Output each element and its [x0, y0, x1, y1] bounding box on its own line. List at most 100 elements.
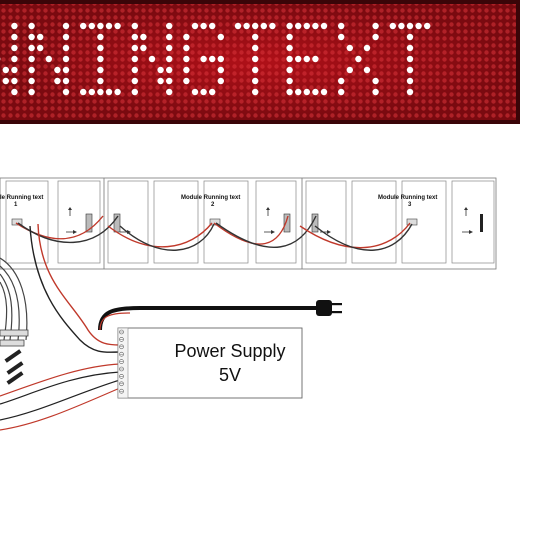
arrow-head [266, 207, 270, 210]
led-dot [209, 22, 216, 30]
led-dot [11, 66, 18, 74]
led-dot [97, 77, 104, 85]
power-wires [29, 223, 121, 353]
controller-black-wire-1 [0, 371, 121, 405]
controller-red-wire-2 [0, 363, 121, 397]
led-dot [166, 33, 173, 41]
led-dot [105, 88, 113, 96]
led-dot [2, 66, 9, 74]
controller-plug-1 [4, 349, 22, 363]
module-power-red [37, 223, 121, 346]
module-label-2: Module Running text 2 [181, 195, 240, 208]
led-dot [295, 88, 302, 96]
led-dot [131, 33, 138, 41]
led-dot [406, 33, 414, 41]
led-dot [28, 55, 35, 63]
led-dot [406, 22, 414, 30]
module-input-connector [11, 218, 23, 226]
led-dot [62, 77, 70, 85]
led-dot [148, 55, 156, 63]
led-dot [320, 22, 328, 30]
led-dot [28, 77, 35, 85]
led-dot [295, 55, 302, 63]
led-dot [157, 77, 164, 85]
module-number-1: 1 [14, 202, 18, 208]
led-dot [269, 22, 276, 30]
module-strip [0, 177, 497, 270]
led-dot [45, 55, 52, 63]
led-dot [252, 66, 259, 74]
led-dot [286, 88, 293, 96]
ribbon-cable-2-black [215, 215, 317, 248]
led-dot [406, 77, 414, 85]
power-supply-box [117, 327, 303, 399]
controller-cable-1 [0, 257, 28, 341]
module-panel [451, 180, 495, 264]
arrow-head [73, 230, 77, 234]
led-dot [97, 22, 104, 30]
ribbon-cable-4-black [314, 223, 413, 251]
module-label-text-2: Module Running text [181, 195, 240, 201]
led-dot [62, 66, 70, 74]
mains-red-lead [99, 312, 131, 331]
led-dot [260, 22, 267, 30]
led-dot [217, 33, 224, 41]
led-dot [209, 55, 216, 63]
led-dot [217, 66, 224, 74]
led-dot [97, 66, 104, 74]
module-number-3: 3 [408, 202, 412, 208]
led-dot [11, 44, 18, 52]
led-dot [80, 22, 87, 30]
ribbon-cable-3-black [119, 223, 215, 251]
led-dot [286, 22, 293, 30]
power-supply: Power Supply 5V [117, 327, 303, 399]
led-dot [166, 77, 173, 85]
led-dot [252, 44, 259, 52]
led-dot [131, 88, 138, 96]
module-panel [57, 180, 101, 264]
led-dot [363, 44, 371, 52]
controller-black-wire-2 [0, 379, 121, 421]
mains-plug-body [316, 300, 332, 316]
led-dot [303, 22, 310, 30]
led-dot [97, 55, 104, 63]
led-dot [131, 77, 138, 85]
ribbon-header [283, 213, 291, 233]
end-connector [480, 214, 483, 232]
led-dot [406, 55, 414, 63]
led-dot [312, 88, 319, 96]
led-dot [157, 66, 164, 74]
led-dot [140, 44, 147, 52]
module-label-1: le Running text 1 [0, 195, 43, 208]
led-dot [131, 22, 138, 30]
banner-led-matrix [0, 4, 516, 120]
module-label-text-3: Module Running text [378, 195, 437, 201]
controller-plug-3 [6, 371, 24, 385]
led-dot [2, 77, 9, 85]
led-dot [209, 88, 216, 96]
led-dot [191, 88, 199, 96]
led-dot [415, 22, 422, 30]
led-dot [295, 22, 302, 30]
led-dot [286, 44, 293, 52]
led-dot [355, 55, 362, 63]
led-dot [191, 22, 199, 30]
banner-text [0, 22, 431, 96]
arrow-head [68, 207, 72, 210]
led-dot [312, 22, 319, 30]
led-banner [0, 0, 520, 124]
arrow-head [464, 207, 468, 210]
led-dot [88, 88, 96, 96]
led-dot [131, 66, 138, 74]
led-dot [11, 22, 18, 30]
led-dot [338, 88, 345, 96]
led-dot [166, 22, 173, 30]
led-dot [166, 66, 173, 74]
led-dot [105, 22, 113, 30]
led-dot [62, 88, 70, 96]
led-dot [234, 22, 242, 30]
led-dot [200, 22, 207, 30]
led-dot [97, 44, 104, 52]
led-dot [286, 33, 293, 41]
led-dot [346, 66, 353, 74]
